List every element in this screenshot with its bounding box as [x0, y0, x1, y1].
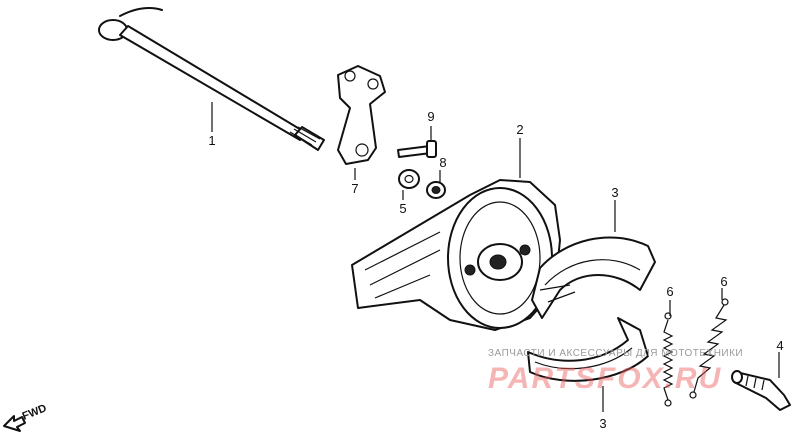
- brake-arm-part: [337, 65, 386, 165]
- fwd-arrow: FWD: [3, 402, 49, 432]
- fwd-label: FWD: [21, 402, 49, 423]
- spring-left-part: [662, 312, 674, 407]
- brake-shoe-upper-part: [531, 236, 656, 319]
- spring-right-part: [689, 298, 729, 399]
- callout-4-shoe-pivot: 4: [776, 338, 783, 353]
- brake-panel-part: [351, 179, 561, 331]
- watermark-brand: PARTSFOX.RU: [488, 362, 722, 395]
- callout-3-upper-shoe: 3: [611, 185, 618, 200]
- callout-8-seal: 8: [439, 155, 446, 170]
- callout-5-washer: 5: [399, 201, 406, 216]
- callout-6-spring-right: 6: [720, 274, 727, 289]
- seal-part: [426, 181, 446, 199]
- callout-1-axle: 1: [208, 133, 215, 148]
- callout-9-bolt: 9: [427, 109, 434, 124]
- axle-part: [98, 7, 325, 151]
- brake-shoe-lower-part: [527, 317, 649, 382]
- bolt-part: [397, 140, 437, 158]
- callout-2-brake-panel: 2: [516, 122, 523, 137]
- shoe-pivot-part: [731, 370, 791, 411]
- callout-7-brake-arm: 7: [351, 181, 358, 196]
- callout-6-spring-left: 6: [666, 284, 673, 299]
- watermark: ЗАПЧАСТИ И АКСЕССУАРЫ ДЛЯ МОТОТЕХНИКИ PA…: [488, 348, 743, 395]
- washer-part: [398, 169, 420, 189]
- callout-3-lower-shoe: 3: [599, 416, 606, 431]
- watermark-caption: ЗАПЧАСТИ И АКСЕССУАРЫ ДЛЯ МОТОТЕХНИКИ: [488, 348, 743, 359]
